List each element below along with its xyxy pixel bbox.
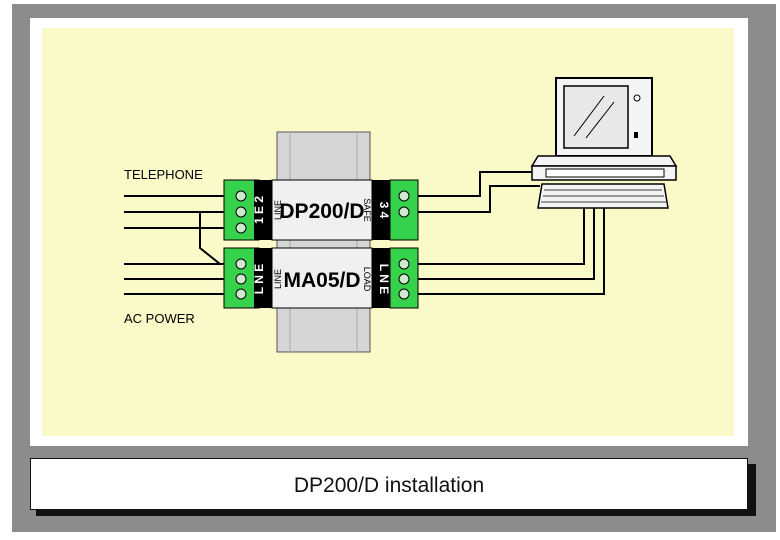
ma05-screws [235,258,410,300]
dp200-body [271,179,373,241]
ma05-body [271,247,373,309]
caption-box: DP200/D installation [30,458,748,510]
dp200-safe-label: SAFE [362,198,372,222]
caption-text: DP200/D installation [293,474,485,497]
dp200-right-terminal-label: 3 4 [377,202,391,219]
telephone-label: TELEPHONE [124,167,203,182]
ac-power-wires [124,263,230,295]
dp200-left-strip [254,180,272,240]
screen-glare [585,101,615,139]
ma05-load-label: LOAD [362,267,372,292]
ma05-model-label: MA05/D [283,269,360,292]
ma05-left-terminal-label: L N E [252,264,266,294]
computer-base-top [530,155,678,167]
ac-power-label: AC POWER [124,311,195,326]
computer-icon [530,77,678,209]
screen-glare [573,95,605,137]
dp200-right-strip [372,180,390,240]
monitor-screen [563,85,629,149]
ma05-right-terminal-label: L N E [377,264,391,294]
dp200-line-label: LINE [273,200,283,220]
ma05-right-strip [372,248,390,308]
dp200-left-terminal-label: 1 E 2 [252,196,266,224]
dp200-model-label: DP200/D [279,200,364,223]
dp200-screws [235,190,410,234]
ma05-module: L N E L N E LINE LOAD MA05/D [223,247,419,309]
computer-wires [418,171,605,295]
ma05-left-strip [254,248,272,308]
monitor-button [634,132,638,138]
dp200-module: 1 E 2 3 4 LINE SAFE DP200/D [223,179,419,241]
ma05-line-label: LINE [273,269,283,289]
din-rail-housing [276,131,371,353]
keyboard-keys [541,189,666,203]
disk-slot [545,168,665,178]
power-led [633,94,641,102]
telephone-wires [124,195,230,265]
